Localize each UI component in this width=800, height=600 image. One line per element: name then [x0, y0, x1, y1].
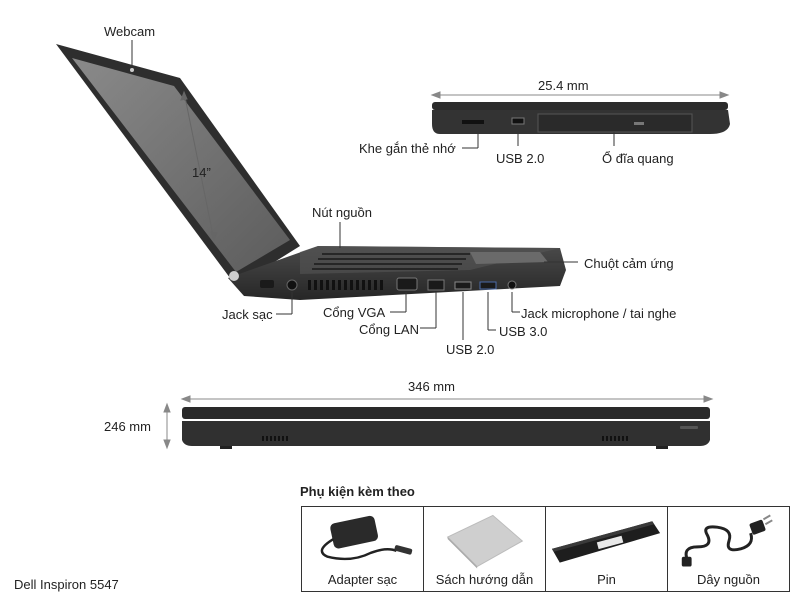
label-usb2-right: USB 2.0	[496, 151, 545, 166]
laptop-screen	[72, 58, 290, 272]
label-webcam: Webcam	[104, 24, 156, 39]
thickness-dimension	[430, 91, 730, 99]
webcam-dot	[130, 68, 134, 72]
lock-slot	[260, 280, 274, 288]
power-adapter-icon	[320, 515, 413, 561]
label-usb2-side: USB 2.0	[446, 342, 495, 357]
accessory-label: Sách hướng dẫn	[435, 572, 534, 587]
leader-lines-side	[131, 40, 578, 340]
leader-lines-profile	[462, 126, 615, 149]
label-touchpad: Chuột cảm ứng	[584, 256, 674, 271]
depth-dimension	[163, 402, 171, 450]
power-cord-icon	[681, 514, 773, 567]
label-optical-drive: Ổ đĩa quang	[602, 151, 674, 166]
side-vents	[308, 280, 383, 290]
label-card-slot: Khe gắn thẻ nhớ	[359, 141, 456, 156]
front-lid	[182, 407, 710, 419]
label-thickness: 25.4 mm	[538, 78, 589, 93]
profile-lid	[432, 102, 728, 110]
front-vents-left	[262, 436, 288, 441]
accessory-adapter: Adapter sạc	[301, 506, 424, 592]
label-depth: 246 mm	[104, 419, 151, 434]
accessory-label: Adapter sạc	[327, 572, 398, 587]
usb3-port	[479, 281, 497, 290]
lan-port	[427, 279, 445, 291]
profile-usb	[511, 117, 525, 125]
front-base	[182, 421, 710, 446]
laptop-side-profile	[432, 102, 730, 134]
vga-port	[396, 277, 418, 291]
accessory-power-cord: Dây nguồn	[667, 506, 790, 592]
battery-icon	[551, 521, 661, 563]
profile-optical-drive	[537, 113, 693, 133]
audio-port	[507, 280, 517, 290]
accessories-title: Phụ kiện kèm theo	[300, 484, 415, 499]
label-vga-port: Cổng VGA	[323, 305, 386, 320]
charge-port	[286, 279, 298, 291]
accessory-manual: Sách hướng dẫn	[423, 506, 546, 592]
laptop-touchpad	[470, 252, 548, 264]
usb2-port-side	[454, 281, 472, 290]
manual-book-icon	[446, 514, 524, 569]
laptop-perspective-view	[56, 44, 566, 300]
front-vents-right	[602, 436, 628, 441]
laptop-keyboard	[312, 253, 470, 270]
screen-size-arrow	[180, 90, 218, 242]
label-power-button: Nút nguồn	[312, 205, 372, 220]
label-screen-size: 14”	[192, 165, 211, 180]
label-audio-jack: Jack microphone / tai nghe	[521, 306, 677, 321]
accessory-battery: Pin	[545, 506, 668, 592]
hinge	[229, 271, 239, 281]
accessory-label: Pin	[597, 572, 616, 587]
label-lan-port: Cổng LAN	[359, 322, 419, 337]
width-dimension	[180, 395, 714, 403]
profile-card-slot	[462, 120, 484, 124]
label-charge-jack: Jack sạc	[222, 307, 273, 322]
laptop-front-view	[182, 407, 710, 449]
label-usb3: USB 3.0	[499, 324, 548, 339]
accessory-label: Dây nguồn	[697, 572, 760, 587]
label-width: 346 mm	[408, 379, 455, 394]
model-name: Dell Inspiron 5547	[14, 577, 119, 592]
